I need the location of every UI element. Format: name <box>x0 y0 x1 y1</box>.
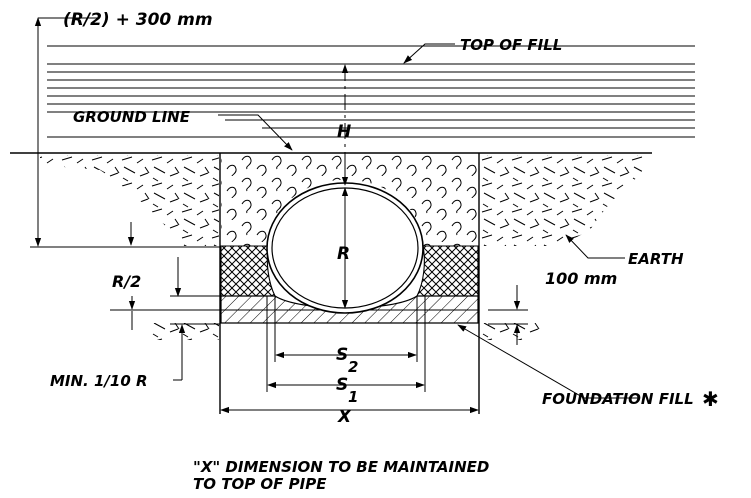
earth-below-left-hatching <box>150 323 219 340</box>
leader-earth <box>565 234 625 259</box>
label-s1-subscript: 1 <box>348 388 358 406</box>
haunch-right-crosshatch <box>416 245 479 297</box>
label-min-tenth-r: MIN. 1/10 R <box>50 372 148 390</box>
leader-foundation-fill <box>457 324 638 399</box>
label-earth: EARTH <box>628 250 684 268</box>
earth-right-hatching <box>480 155 650 246</box>
asterisk-icon: ✱ <box>702 387 719 411</box>
label-s1: S <box>336 375 348 395</box>
note-line-2: TO TOP OF PIPE <box>193 475 327 493</box>
label-h: H <box>337 122 351 142</box>
earth-below-right-hatching <box>480 323 540 340</box>
earth-left-hatching <box>40 155 219 246</box>
fill-layer-lines <box>47 45 695 138</box>
note-line-1: "X" DIMENSION TO BE MAINTAINED <box>193 458 489 476</box>
label-s2: S <box>336 345 348 365</box>
label-s2-subscript: 2 <box>348 358 358 376</box>
label-ground-line: GROUND LINE <box>73 108 191 126</box>
label-100mm: 100 mm <box>545 269 617 288</box>
label-r: R <box>337 244 350 264</box>
label-x: X <box>337 407 352 427</box>
label-foundation-fill: FOUNDATION FILL <box>542 390 694 408</box>
leader-ground-line <box>218 114 293 151</box>
label-top-of-fill: TOP OF FILL <box>460 36 562 54</box>
label-r-half-plus-300: (R/2) + 300 mm <box>63 10 213 30</box>
leader-top-of-fill <box>403 43 455 64</box>
label-r-half: R/2 <box>112 272 141 291</box>
